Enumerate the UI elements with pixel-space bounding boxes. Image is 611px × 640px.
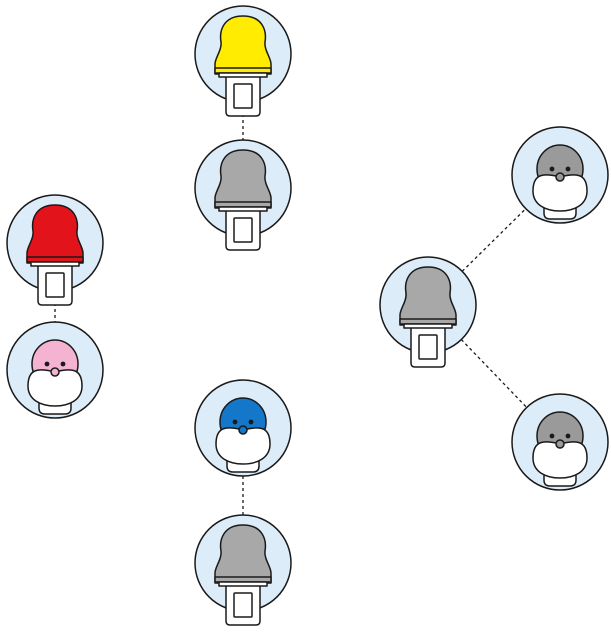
hat-body [26,204,84,264]
nose [50,367,60,377]
figure-blue-mid [194,379,292,477]
hat-body [214,524,272,584]
right-eye [60,361,66,367]
left-eye [549,433,555,439]
connector-gray-hub-to-gray-face-top-right [461,208,527,272]
beard [27,369,83,407]
figure-pink-left [6,321,104,419]
hat-body [399,266,457,326]
figure-yellow-top [194,5,292,117]
figure-gray-mid-left [194,139,292,251]
nodes [6,5,609,626]
connector-gray-hub-to-gray-face-bottom-right [460,339,528,408]
beard [532,441,588,479]
nose [555,439,565,449]
left-eye [232,419,238,425]
figure-gray-face-top-right [511,126,609,224]
figure-red-left [6,194,104,306]
connectors [54,102,528,515]
beard [215,427,271,465]
beard [532,174,588,212]
figure-gray-hub [379,256,477,368]
hat-body [214,15,272,75]
nose [555,172,565,182]
left-eye [549,166,555,172]
right-eye [248,419,254,425]
figure-gray-bottom [194,514,292,626]
right-eye [565,166,571,172]
left-eye [44,361,50,367]
figure-gray-face-bottom-right [511,393,609,491]
hat-body [214,149,272,209]
nose [238,425,248,435]
right-eye [565,433,571,439]
